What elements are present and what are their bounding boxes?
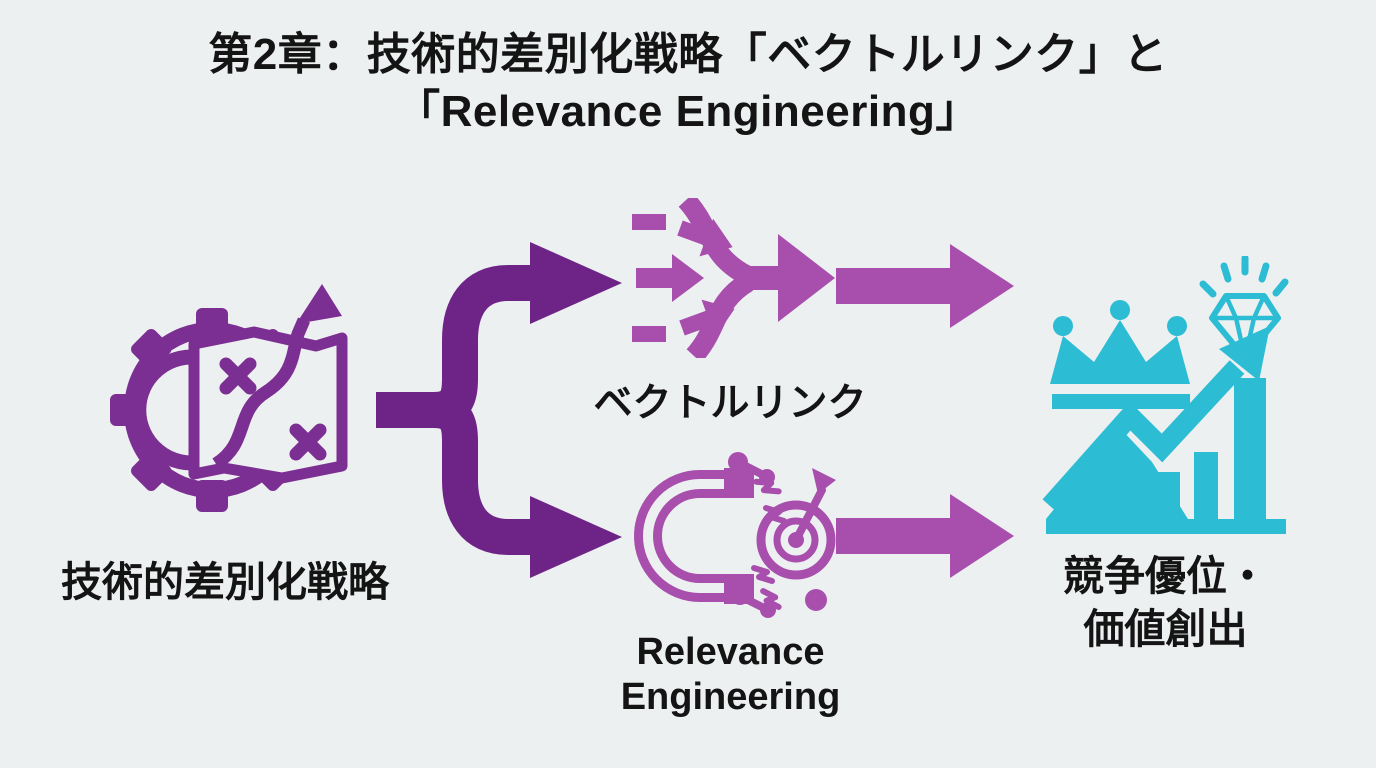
gear-strategy-map-icon: [110, 284, 348, 512]
source-node-label: 技術的差別化戦略: [61, 559, 389, 605]
crown-growth-chart-diamond-icon: [1042, 256, 1289, 534]
magnet-target-icon: [634, 452, 836, 618]
relevance-engineering-label-line2: Engineering: [620, 675, 841, 718]
converging-arrows-icon: [632, 198, 835, 358]
outcome-label-line2: 価値創出: [1083, 606, 1248, 653]
outcome-node-label: 競争優位・ 価値創出: [1018, 550, 1313, 657]
page-title: 第2章：技術的差別化戦略「ベクトルリンク」と 「Relevance Engine…: [0, 26, 1376, 140]
vector-link-label: ベクトルリンク: [593, 382, 867, 425]
right-arrow-top: [836, 244, 1014, 328]
relevance-engineering-label: Relevance Engineering: [588, 630, 873, 720]
relevance-engineering-label-line1: Relevance: [636, 631, 825, 673]
page-title-line1: 第2章：技術的差別化戦略「ベクトルリンク」と: [208, 30, 1168, 79]
fork-split-connector: [376, 242, 622, 578]
right-arrow-bottom: [836, 494, 1014, 578]
outcome-label-line1: 競争優位・: [1063, 553, 1268, 599]
page-title-line2: 「Relevance Engineering」: [396, 87, 980, 137]
